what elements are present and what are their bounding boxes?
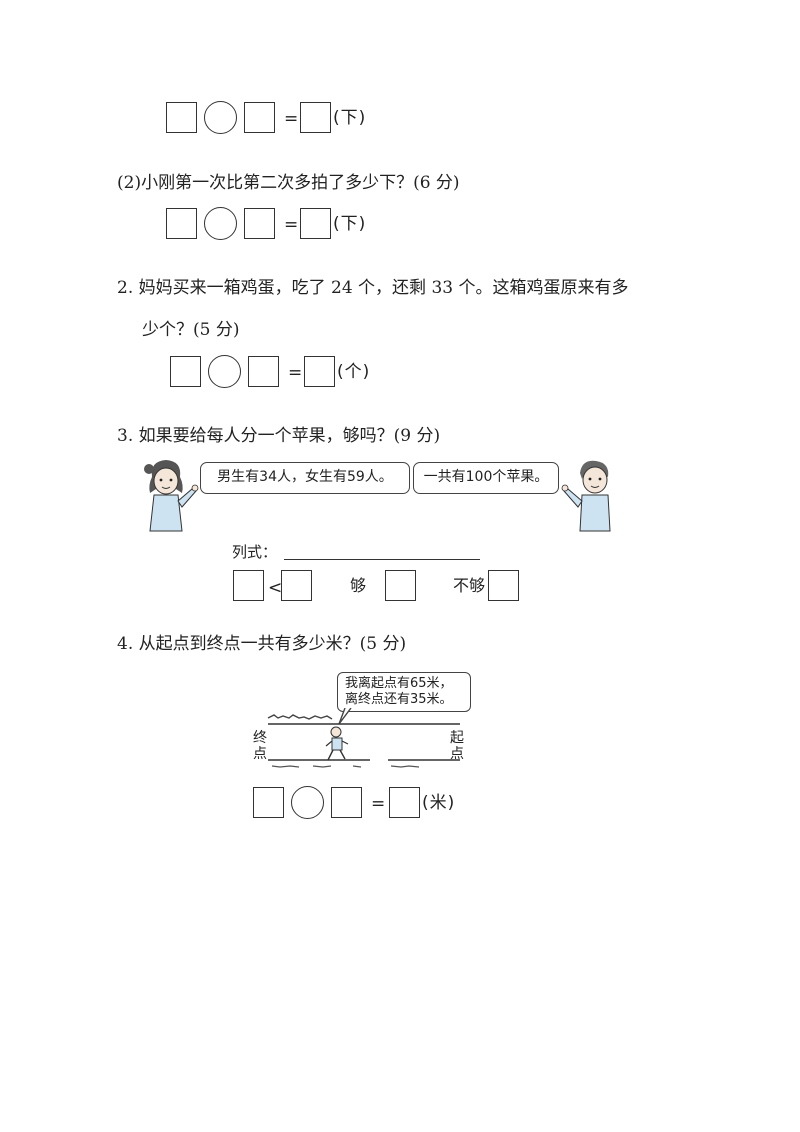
equals-sign: = <box>288 363 303 383</box>
question-4-text: 4. 从起点到终点一共有多少米？(5 分) <box>117 634 407 654</box>
equals-sign: = <box>371 794 386 814</box>
runner-figure <box>325 726 349 761</box>
unit-label: (个) <box>337 362 371 382</box>
formula-line[interactable] <box>284 559 480 560</box>
start-label-char2: 点 <box>450 746 464 762</box>
not-enough-label: 不够 <box>453 576 486 595</box>
operator-circle[interactable] <box>291 786 324 819</box>
boy-illustration <box>561 460 611 532</box>
end-label-char2: 点 <box>253 746 267 762</box>
answer-box-not-enough[interactable] <box>488 570 519 601</box>
formula-label: 列式： <box>232 543 278 561</box>
answer-box-enough[interactable] <box>385 570 416 601</box>
question-2-text-line1: 2. 妈妈买来一箱鸡蛋，吃了 24 个，还剩 33 个。这箱鸡蛋原来有多 <box>117 278 629 298</box>
operator-circle[interactable] <box>204 101 237 134</box>
answer-box[interactable] <box>244 102 275 133</box>
question-1-2-text: (2)小刚第一次比第二次多拍了多少下？(6 分) <box>117 173 460 193</box>
question-3-text: 3. 如果要给每人分一个苹果，够吗？(9 分) <box>117 426 441 446</box>
answer-box[interactable] <box>248 356 279 387</box>
operator-circle[interactable] <box>204 207 237 240</box>
equals-sign: = <box>284 215 299 235</box>
runner-bubble-line1: 我离起点有65米， <box>345 676 453 691</box>
answer-box[interactable] <box>300 102 331 133</box>
unit-label: (下) <box>333 108 367 128</box>
runner-bubble-line2: 离终点还有35米。 <box>345 692 453 707</box>
answer-box[interactable] <box>244 208 275 239</box>
question-2-text-line2: 少个？(5 分) <box>142 320 240 340</box>
answer-box[interactable] <box>389 787 420 818</box>
answer-box[interactable] <box>170 356 201 387</box>
answer-box[interactable] <box>253 787 284 818</box>
enough-label: 够 <box>350 576 367 595</box>
speech-bubble-girl: 男生有34人，女生有59人。 <box>200 462 410 494</box>
track-illustration <box>267 714 460 768</box>
speech-bubble-runner: 我离起点有65米， 离终点还有35米。 <box>337 672 471 712</box>
answer-box[interactable] <box>166 102 197 133</box>
answer-box[interactable] <box>166 208 197 239</box>
girl-illustration <box>144 460 199 532</box>
operator-circle[interactable] <box>208 355 241 388</box>
unit-label: (米) <box>422 793 456 813</box>
answer-box[interactable] <box>304 356 335 387</box>
answer-box[interactable] <box>300 208 331 239</box>
equals-sign: = <box>284 109 299 129</box>
speech-bubble-boy: 一共有100个苹果。 <box>413 462 559 494</box>
answer-box[interactable] <box>281 570 312 601</box>
unit-label: (下) <box>333 214 367 234</box>
less-than-sign: < <box>268 578 283 598</box>
answer-box[interactable] <box>233 570 264 601</box>
end-label-char1: 终 <box>253 730 267 746</box>
answer-box[interactable] <box>331 787 362 818</box>
start-label-char1: 起 <box>450 730 464 746</box>
